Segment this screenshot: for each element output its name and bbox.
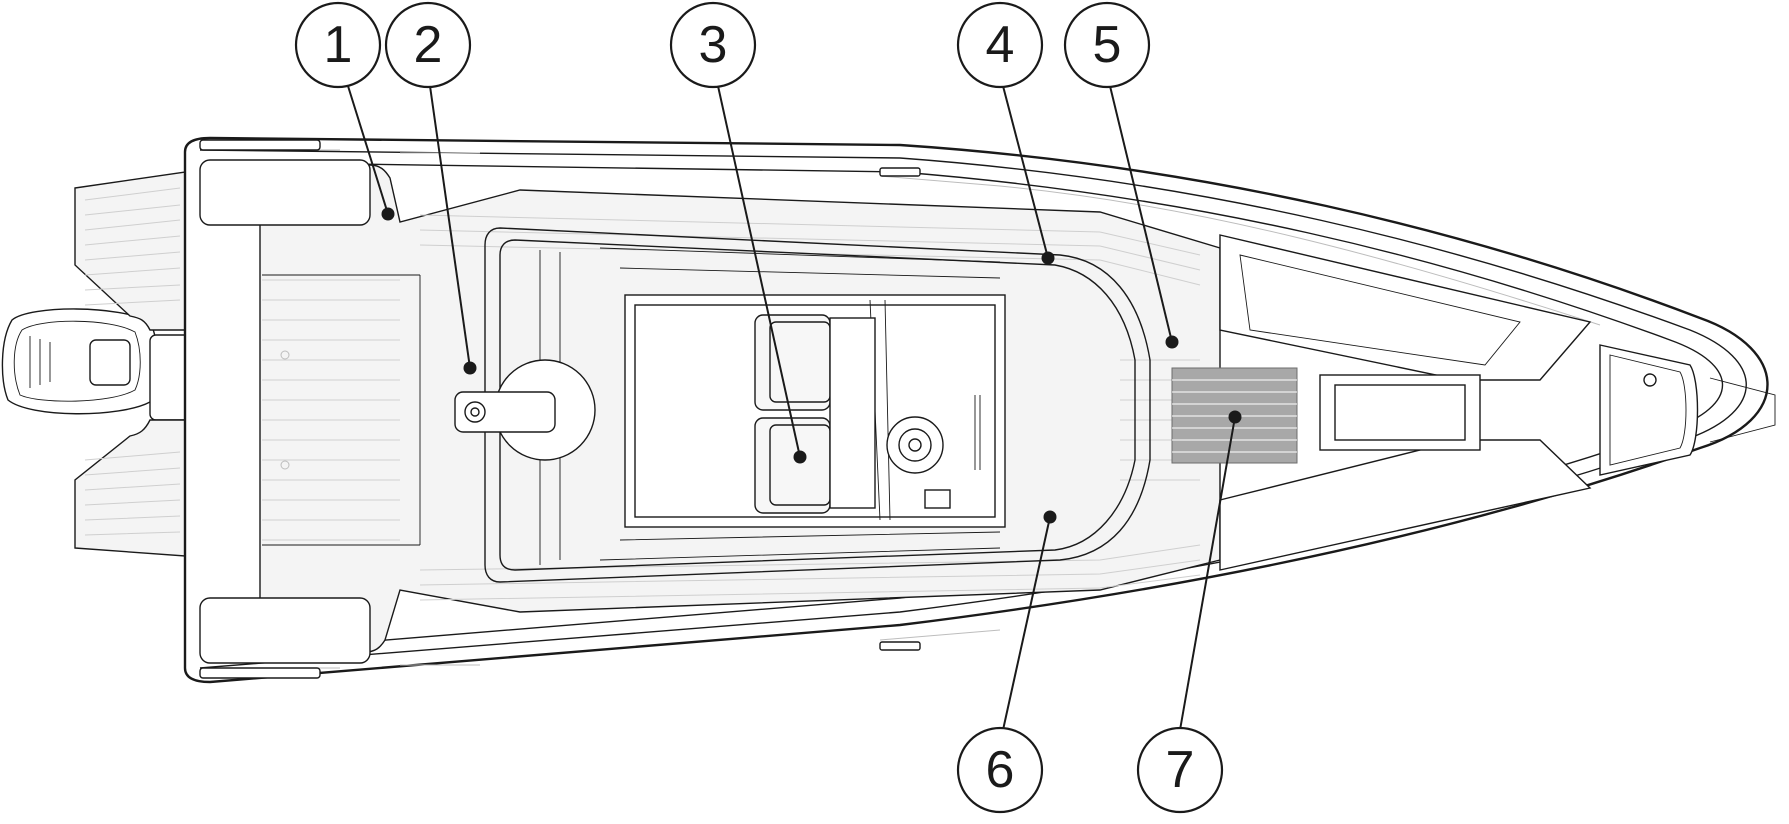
bow-area [1219, 234, 1776, 571]
callout-1-label: 1 [324, 16, 353, 74]
leader-lines [347, 85, 1236, 731]
leaning-post [454, 359, 596, 461]
callout-5: 5 [1063, 1, 1151, 89]
callout-4-label: 4 [986, 16, 1015, 74]
callout-6-label: 6 [986, 741, 1015, 799]
stern-lockers [199, 159, 371, 664]
callout-7: 7 [1136, 726, 1224, 814]
helm-seats [754, 314, 876, 514]
callout-1: 1 [294, 1, 382, 89]
leader-dots [381, 207, 1242, 524]
callout-7-label: 7 [1166, 741, 1195, 799]
callout-4: 4 [956, 1, 1044, 89]
callout-2-label: 2 [414, 16, 443, 74]
callout-2: 2 [384, 1, 472, 89]
callout-3: 3 [669, 1, 757, 89]
swim-platform [74, 171, 186, 557]
callout-3-label: 3 [699, 16, 728, 74]
callout-5-label: 5 [1093, 16, 1122, 74]
callout-6: 6 [956, 726, 1044, 814]
